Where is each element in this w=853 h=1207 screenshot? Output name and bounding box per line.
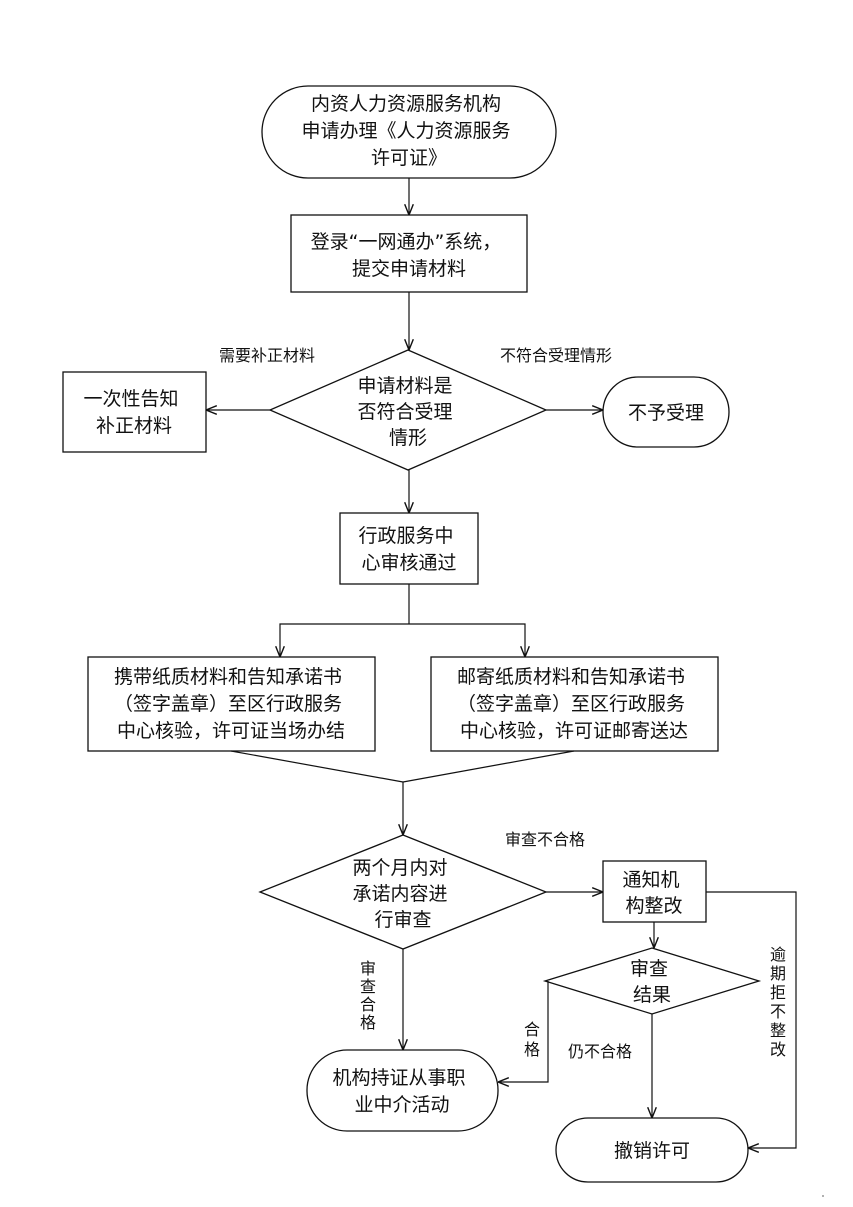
svg-text:撤销许可: 撤销许可	[614, 1140, 690, 1162]
node-carry: 携带纸质材料和告知承诺书 （签字盖章）至区行政服务 中心核验，许可证当场办结	[87, 656, 376, 752]
node-operate: 机构持证从事职 业中介活动	[306, 1049, 499, 1132]
node-revoke: 撤销许可	[555, 1117, 749, 1183]
label-review-fail: 审查不合格	[505, 830, 585, 849]
edge-center-to-mail	[409, 623, 525, 657]
node-supplement: 一次性告知 补正材料	[62, 371, 207, 453]
node-start: 内资人力资源服务机构 申请办理《人力资源服务 许可证》	[261, 85, 557, 179]
svg-text:登录“一网通办”系统， 提交申请材料: 登录“一网通办”系统， 提交申请材料	[311, 231, 508, 280]
svg-text:不予受理: 不予受理	[628, 402, 704, 424]
svg-text:携带纸质材料和告知承诺书 （签字盖章）至区行政服: 携带纸质材料和告知承诺书 （签字盖章）至区行政服务 中心核验，许可证当场办结	[114, 666, 348, 742]
svg-text:审查 结果: 审查 结果	[630, 958, 674, 1006]
edge-mail-merge	[402, 750, 575, 783]
svg-text:内资人力资源服务机构 申请办理《人力资源服务: 内资人力资源服务机构 申请办理《人力资源服务 许可证》	[301, 93, 516, 169]
label-review-pass: 审查合格	[360, 959, 376, 1032]
node-submit: 登录“一网通办”系统， 提交申请材料	[290, 214, 528, 293]
label-need-supplement: 需要补正材料	[219, 346, 315, 365]
svg-text:一次性告知 补正材料: 一次性告知 补正材料	[83, 388, 184, 437]
label-overdue: 逾期拒不整改	[770, 945, 786, 1059]
label-not-acceptable: 不符合受理情形	[500, 346, 612, 365]
node-reject: 不予受理	[602, 376, 730, 448]
decorative-dot	[822, 1195, 824, 1197]
label-still-fail: 仍不合格	[568, 1042, 632, 1061]
label-qualified: 合格	[524, 1020, 540, 1059]
edge-carry-merge	[230, 750, 404, 783]
node-rectify: 通知机 构整改	[602, 860, 707, 923]
edge-result-qualified-to-operate	[498, 981, 549, 1082]
node-mail: 邮寄纸质材料和告知承诺书 （签字盖章）至区行政服务 中心核验，许可证邮寄送达	[430, 656, 719, 752]
svg-text:邮寄纸质材料和告知承诺书 （签字盖章）至区行政服: 邮寄纸质材料和告知承诺书 （签字盖章）至区行政服务 中心核验，许可证邮寄送达	[457, 666, 691, 742]
svg-text:行政服务中 心审核通过: 行政服务中 心审核通过	[358, 525, 459, 574]
node-center-approve: 行政服务中 心审核通过	[339, 512, 479, 585]
node-check-materials: 申请材料是 否符合受理 情形	[268, 349, 548, 471]
node-review: 两个月内对 承诺内容进 行审查	[258, 834, 548, 950]
node-result: 审查 结果	[542, 947, 762, 1015]
edge-center-to-carry	[280, 623, 409, 657]
edge-rectify-overdue-to-revoke	[706, 891, 797, 1148]
svg-text:申请材料是 否符合受理 情形: 申请材料是 否符合受理 情形	[357, 375, 458, 449]
svg-text:两个月内对 承诺内容进 行审查: 两个月内对 承诺内容进 行审查	[352, 857, 453, 931]
svg-text:机构持证从事职 业中介活动: 机构持证从事职 业中介活动	[332, 1067, 471, 1116]
svg-text:通知机 构整改: 通知机 构整改	[622, 869, 685, 917]
